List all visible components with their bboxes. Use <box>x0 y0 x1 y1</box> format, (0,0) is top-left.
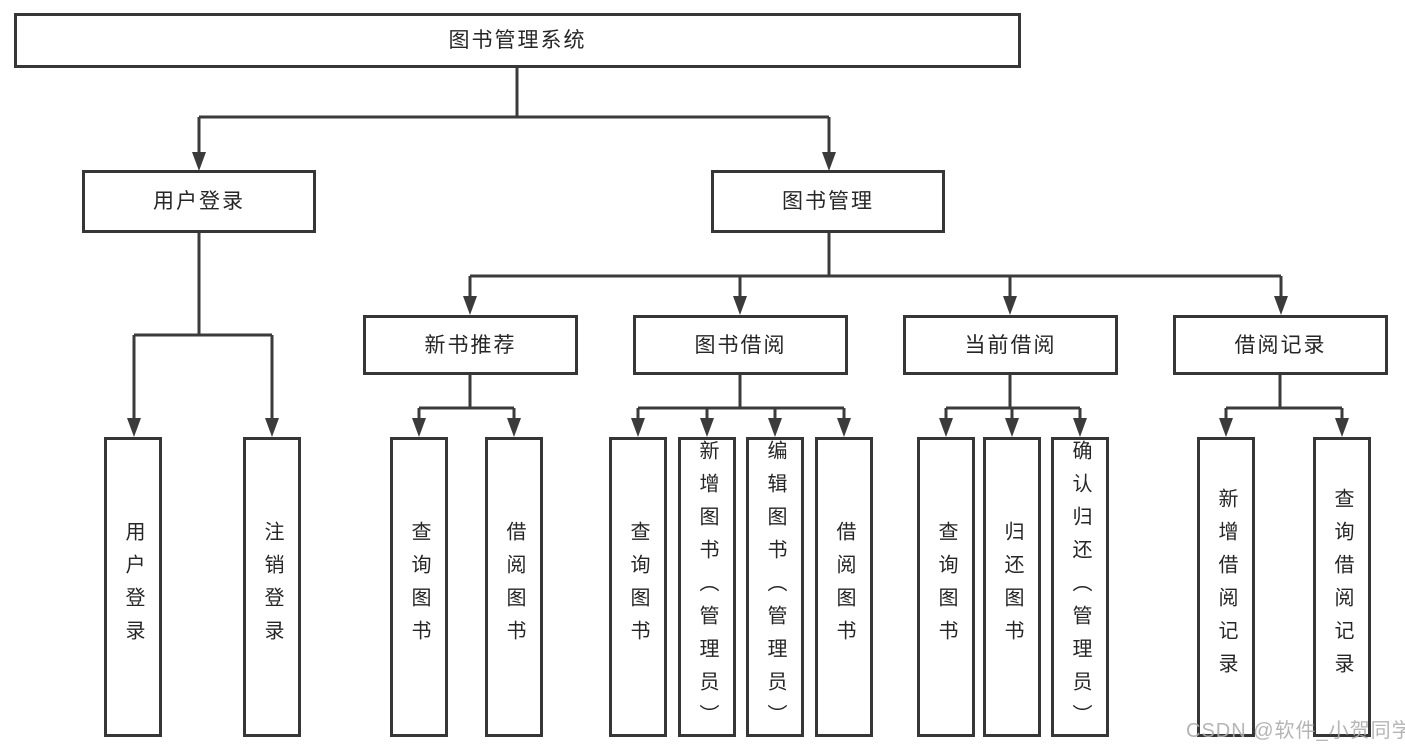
leaf-current-return-books-label: 归还图书 <box>1001 521 1023 653</box>
node-book-borrow: 图书借阅 <box>633 315 848 375</box>
connector-book-mgmt-children <box>463 233 1288 315</box>
leaf-borrow-add-books-admin-label: 新增图书（管理员） <box>696 440 718 737</box>
leaf-user-login-label: 用户登录 <box>122 521 144 653</box>
node-current-borrow: 当前借阅 <box>903 315 1118 375</box>
connector-current-children <box>939 375 1087 437</box>
node-user-login: 用户登录 <box>82 170 316 233</box>
leaf-records-add-record-label: 新增借阅记录 <box>1215 488 1237 686</box>
node-current-borrow-label: 当前借阅 <box>964 333 1057 357</box>
connector-borrow-children <box>631 375 851 437</box>
node-borrow-records-label: 借阅记录 <box>1234 333 1327 357</box>
csdn-watermark: CSDN @软件_小贺同学 <box>1186 720 1405 742</box>
leaf-newbook-query-books: 查询图书 <box>390 437 448 737</box>
node-book-management-label: 图书管理 <box>782 190 874 213</box>
leaf-newbook-query-books-label: 查询图书 <box>408 521 430 653</box>
node-root-label: 图书管理系统 <box>448 29 587 52</box>
leaf-current-confirm-return-admin-label: 确认归还（管理员） <box>1069 440 1091 737</box>
leaf-records-add-record: 新增借阅记录 <box>1197 437 1255 737</box>
leaf-logout-login: 注销登录 <box>243 437 301 737</box>
leaf-borrow-add-books-admin: 新增图书（管理员） <box>678 437 736 737</box>
node-user-login-label: 用户登录 <box>153 190 245 213</box>
node-book-management: 图书管理 <box>711 170 945 233</box>
connector-records-children <box>1219 375 1349 437</box>
node-book-borrow-label: 图书借阅 <box>694 333 787 357</box>
leaf-newbook-borrow-books-label: 借阅图书 <box>503 521 525 653</box>
leaf-current-confirm-return-admin: 确认归还（管理员） <box>1051 437 1109 737</box>
leaf-records-query-record: 查询借阅记录 <box>1313 437 1371 737</box>
leaf-user-login: 用户登录 <box>104 437 162 737</box>
leaf-newbook-borrow-books: 借阅图书 <box>485 437 543 737</box>
connector-root-to-level2 <box>192 68 836 171</box>
leaf-borrow-query-books: 查询图书 <box>609 437 667 737</box>
leaf-logout-login-label: 注销登录 <box>261 521 283 653</box>
leaf-borrow-edit-books-admin: 编辑图书（管理员） <box>746 437 804 737</box>
node-new-book-recommend: 新书推荐 <box>363 315 578 375</box>
leaf-borrow-query-books-label: 查询图书 <box>627 521 649 653</box>
leaf-borrow-edit-books-admin-label: 编辑图书（管理员） <box>764 440 786 737</box>
node-root: 图书管理系统 <box>14 13 1021 68</box>
leaf-records-query-record-label: 查询借阅记录 <box>1331 488 1353 686</box>
connector-user-login-children <box>127 233 279 437</box>
leaf-borrow-borrow-books-label: 借阅图书 <box>833 521 855 653</box>
node-new-book-recommend-label: 新书推荐 <box>424 333 517 357</box>
node-borrow-records: 借阅记录 <box>1173 315 1388 375</box>
leaf-borrow-borrow-books: 借阅图书 <box>815 437 873 737</box>
leaf-current-query-books-label: 查询图书 <box>935 521 957 653</box>
connector-newbook-children <box>412 375 521 437</box>
leaf-current-return-books: 归还图书 <box>983 437 1041 737</box>
leaf-current-query-books: 查询图书 <box>917 437 975 737</box>
